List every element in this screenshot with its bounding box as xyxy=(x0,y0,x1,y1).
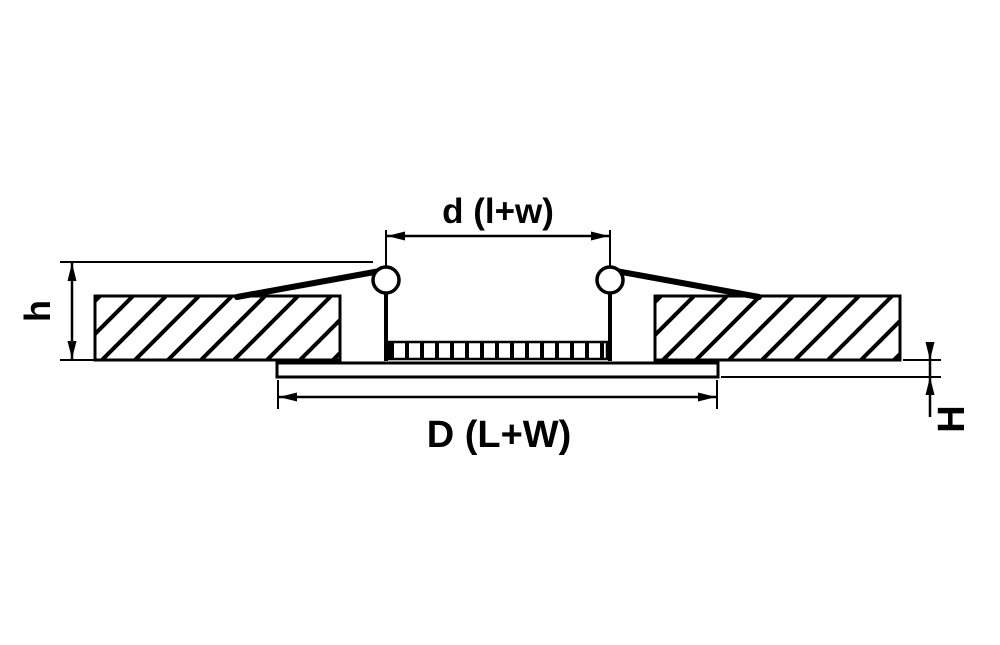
arrowhead-left-icon xyxy=(387,231,405,241)
arrowhead-left-icon xyxy=(279,392,297,402)
dimension-label-right: H xyxy=(931,405,973,432)
arrowhead-down-icon xyxy=(67,341,77,359)
spring-pivot-right xyxy=(595,265,625,295)
spring-arm-left xyxy=(234,268,383,300)
ceiling-section-left xyxy=(93,294,342,362)
trim-flange xyxy=(275,361,720,379)
dimension-label-left: h xyxy=(17,300,58,322)
arrowhead-down-icon xyxy=(925,342,935,360)
arrowhead-up-icon xyxy=(67,263,77,281)
spring-arm-right xyxy=(613,268,762,300)
ceiling-section-right xyxy=(653,294,902,362)
arrowhead-right-icon xyxy=(591,231,609,241)
arrowhead-right-icon xyxy=(698,392,716,402)
dimension-label-bottom: D (L+W) xyxy=(427,414,572,456)
dimension-top xyxy=(385,230,611,266)
arrowhead-up-icon xyxy=(925,377,935,395)
dimension-label-top: d (l+w) xyxy=(442,192,554,231)
spring-pivot-left xyxy=(371,265,401,295)
heatsink-fins xyxy=(387,340,609,361)
dimension-bottom xyxy=(277,380,718,409)
